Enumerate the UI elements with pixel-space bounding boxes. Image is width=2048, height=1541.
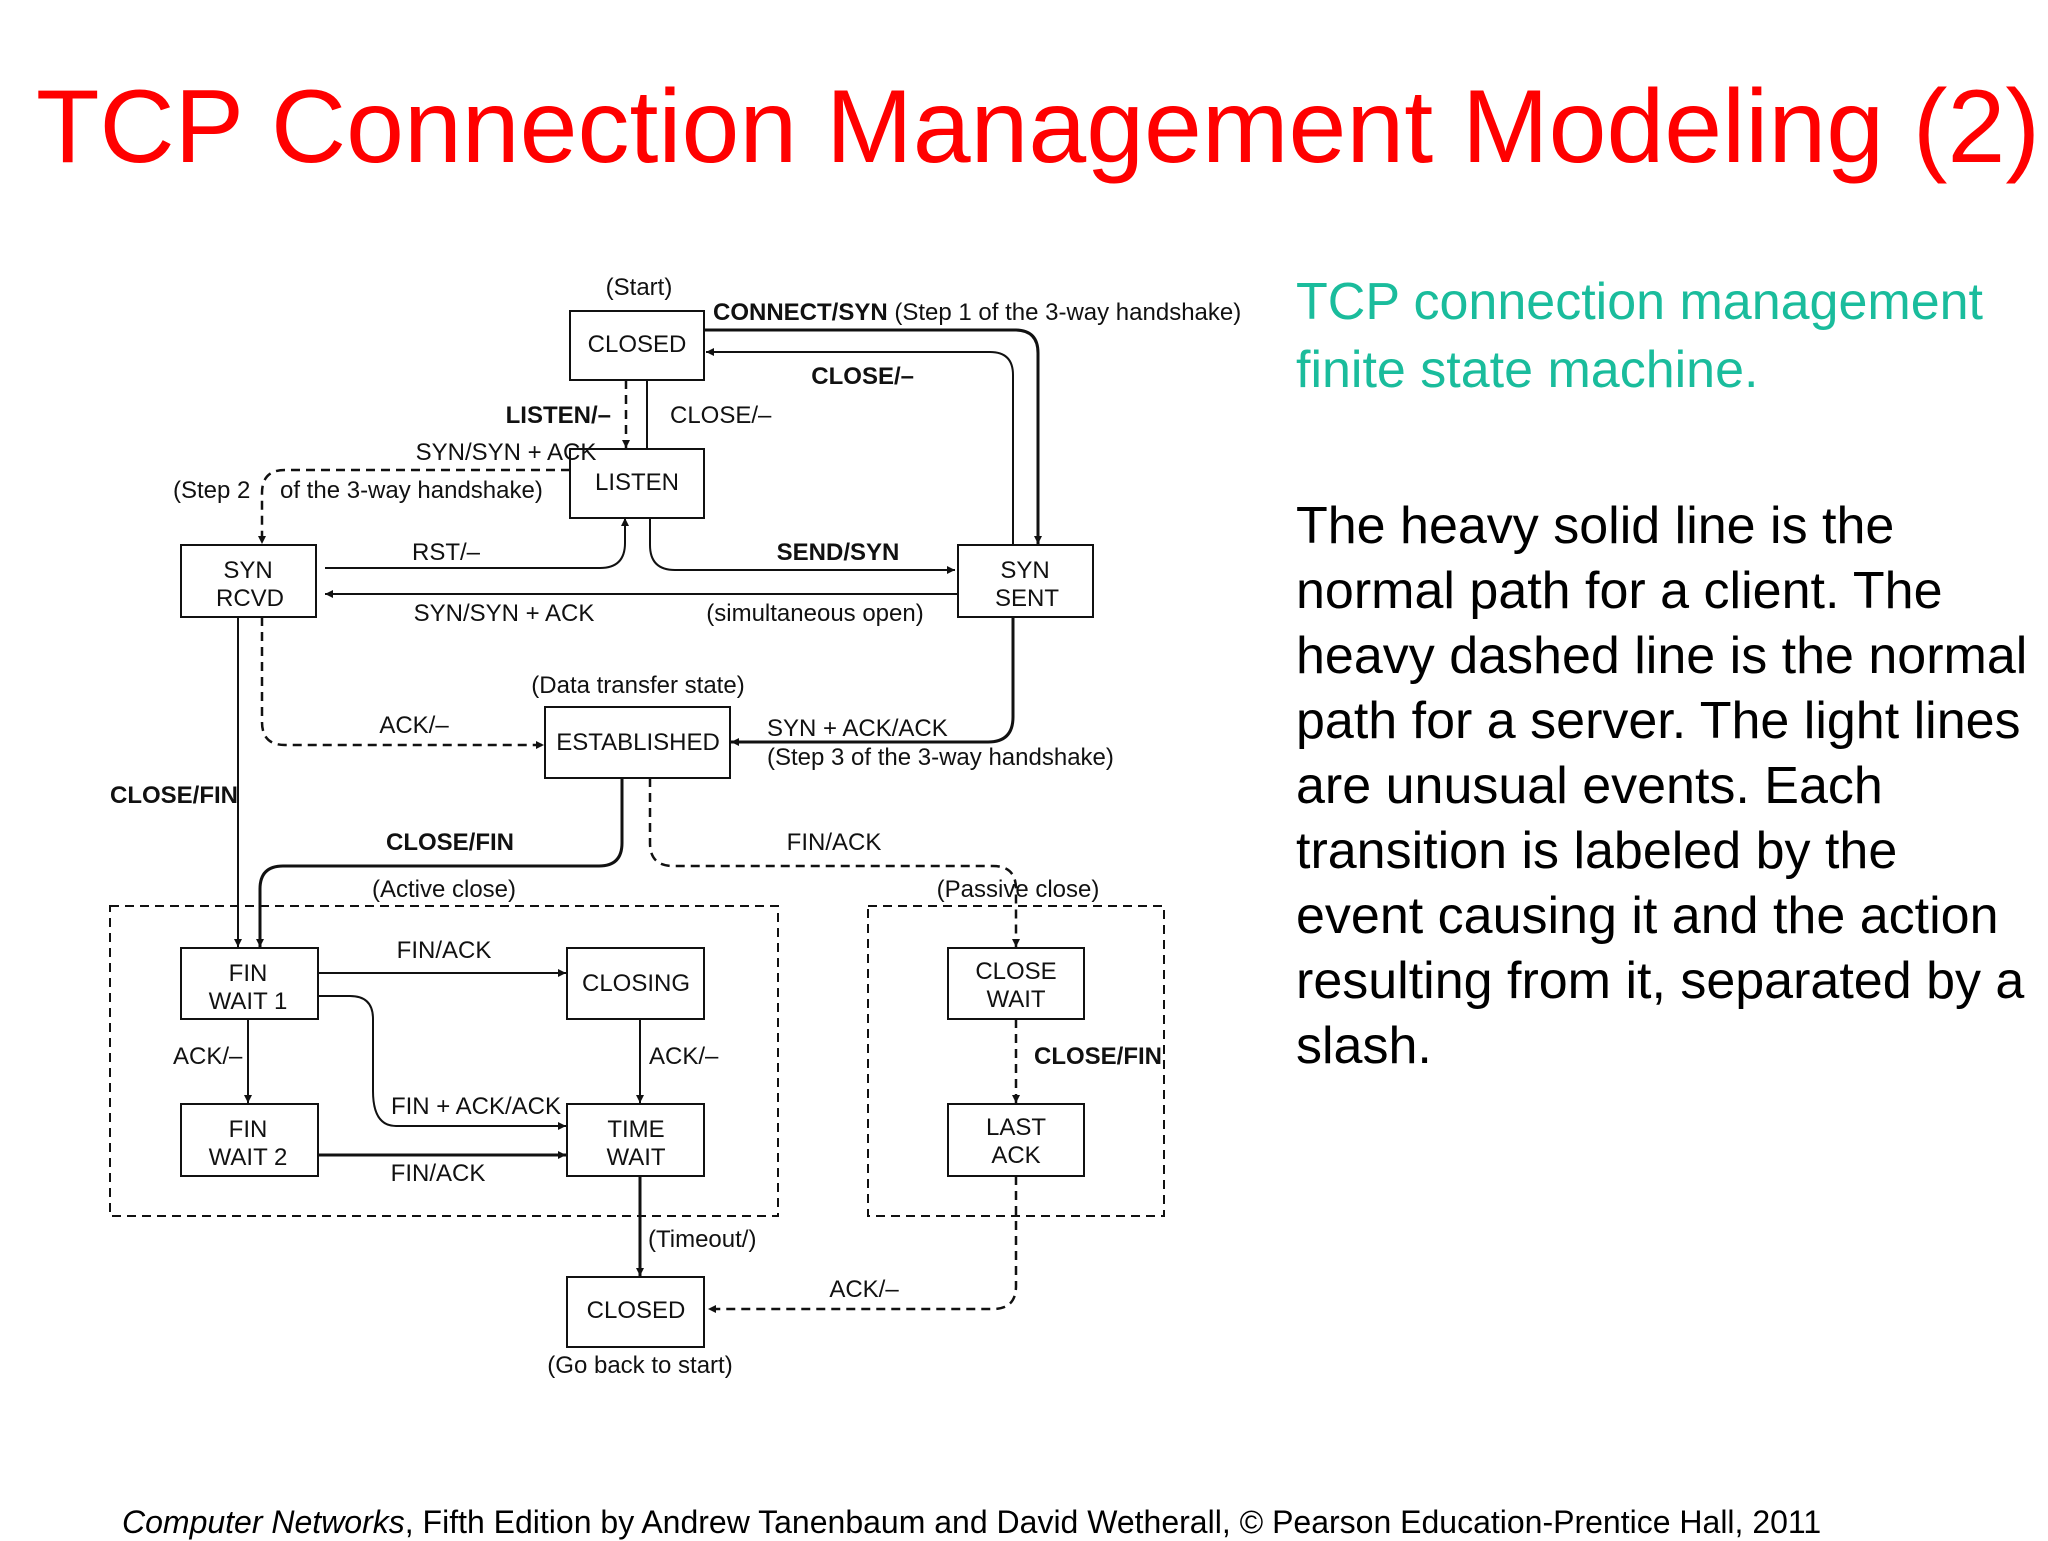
slide-title: TCP Connection Management Modeling (2)	[36, 69, 2041, 185]
state-listen: LISTEN	[569, 448, 705, 519]
edge-listen-synsent	[649, 518, 955, 574]
svg-text:TIME: TIME	[607, 1116, 664, 1143]
label-close-fin-3: CLOSE/FIN	[1034, 1043, 1162, 1070]
state-closed-end: CLOSED	[566, 1276, 705, 1348]
edge-closed-synsent	[703, 328, 1042, 544]
label-close-fin-2: CLOSE/FIN	[386, 829, 514, 856]
label-step3: (Step 3 of the 3-way handshake)	[767, 744, 1114, 771]
label-step2-b: of the 3-way handshake)	[280, 477, 543, 504]
state-syn-sent: SYN SENT	[957, 544, 1094, 618]
label-ack-2: ACK/–	[173, 1043, 243, 1070]
state-fin-wait-1: FIN WAIT 1	[180, 947, 319, 1020]
label-ack-4: ACK/–	[829, 1276, 899, 1303]
edge-synrcvd-established	[260, 617, 544, 749]
svg-text:RCVD: RCVD	[216, 585, 284, 612]
legend-description: The heavy solid line is the normal path …	[1296, 497, 2028, 1075]
book-title: Computer Networks	[122, 1504, 405, 1540]
edge-finwait1-timewait	[319, 995, 566, 1130]
svg-text:LISTEN: LISTEN	[595, 469, 679, 496]
diagram-caption: TCP connection management finite state m…	[1296, 273, 1983, 399]
edge-established-finwait1	[256, 778, 624, 947]
svg-text:CLOSED: CLOSED	[588, 331, 687, 358]
label-syn-synack-2: SYN/SYN + ACK	[414, 600, 595, 627]
passive-close-group	[867, 905, 1165, 1217]
note-data-transfer: (Data transfer state)	[531, 672, 744, 699]
label-connect-syn: CONNECT/SYN (Step 1 of the 3-way handsha…	[713, 299, 1241, 326]
svg-text:LAST: LAST	[986, 1114, 1046, 1141]
state-time-wait: TIME WAIT	[566, 1103, 705, 1177]
svg-text:SYN: SYN	[1000, 557, 1049, 584]
state-established: ESTABLISHED	[544, 706, 731, 779]
svg-text:FIN: FIN	[229, 1116, 268, 1143]
svg-text:WAIT 1: WAIT 1	[209, 988, 288, 1015]
svg-text:ESTABLISHED: ESTABLISHED	[556, 729, 720, 756]
label-listen: LISTEN/–	[506, 402, 611, 429]
svg-text:CLOSED: CLOSED	[587, 1297, 686, 1324]
label-ack-1: ACK/–	[379, 712, 449, 739]
svg-text:SYN: SYN	[223, 557, 272, 584]
state-closed-start: CLOSED	[569, 310, 705, 381]
citation-rest: , Fifth Edition by Andrew Tanenbaum and …	[404, 1504, 1822, 1540]
edge-synrcvd-listen	[325, 518, 629, 569]
svg-text:SENT: SENT	[995, 585, 1059, 612]
label-close-1: CLOSE/–	[811, 363, 914, 390]
note-active-close: (Active close)	[372, 876, 516, 903]
label-fin-ack-3: FIN/ACK	[391, 1160, 486, 1187]
label-step2-a: (Step 2	[173, 477, 250, 504]
citation-footer: Computer Networks, Fifth Edition by Andr…	[122, 1504, 1821, 1541]
state-last-ack: LAST ACK	[947, 1103, 1085, 1177]
edge-established-closewait	[648, 778, 1020, 947]
note-passive-close: (Passive close)	[937, 876, 1100, 903]
label-close-fin-1: CLOSE/FIN	[110, 782, 238, 809]
note-start: (Start)	[606, 274, 673, 301]
label-send-syn: SEND/SYN	[777, 539, 900, 566]
label-fin-ack-2: FIN/ACK	[397, 937, 492, 964]
edge-synsent-established	[731, 617, 1015, 746]
svg-text:CLOSE: CLOSE	[975, 958, 1056, 985]
label-ack-3: ACK/–	[649, 1043, 719, 1070]
edge-listen-synrcvd	[258, 468, 570, 544]
svg-text:ACK: ACK	[991, 1142, 1040, 1169]
label-syn-synack-1: SYN/SYN + ACK	[416, 439, 597, 466]
state-closing: CLOSING	[566, 947, 705, 1020]
label-simultaneous-open: (simultaneous open)	[706, 600, 923, 627]
svg-text:WAIT: WAIT	[606, 1144, 665, 1171]
state-close-wait: CLOSE WAIT	[947, 947, 1085, 1020]
label-fin-ack-1: FIN/ACK	[787, 829, 882, 856]
svg-text:WAIT: WAIT	[986, 986, 1045, 1013]
svg-text:CLOSING: CLOSING	[582, 970, 690, 997]
label-synack-ack: SYN + ACK/ACK	[767, 715, 948, 742]
svg-text:WAIT 2: WAIT 2	[209, 1144, 288, 1171]
state-fin-wait-2: FIN WAIT 2	[180, 1103, 319, 1177]
edge-synsent-closed	[706, 348, 1014, 544]
svg-text:FIN: FIN	[229, 960, 268, 987]
active-close-group	[109, 905, 779, 1217]
label-fin-ack-ack: FIN + ACK/ACK	[391, 1093, 561, 1120]
label-rst: RST/–	[412, 539, 481, 566]
state-syn-rcvd: SYN RCVD	[180, 544, 317, 618]
note-go-back: (Go back to start)	[547, 1352, 732, 1379]
edge-lastack-closed	[708, 1176, 1018, 1313]
label-close-2: CLOSE/–	[670, 402, 772, 429]
note-timeout: (Timeout/)	[648, 1226, 756, 1253]
